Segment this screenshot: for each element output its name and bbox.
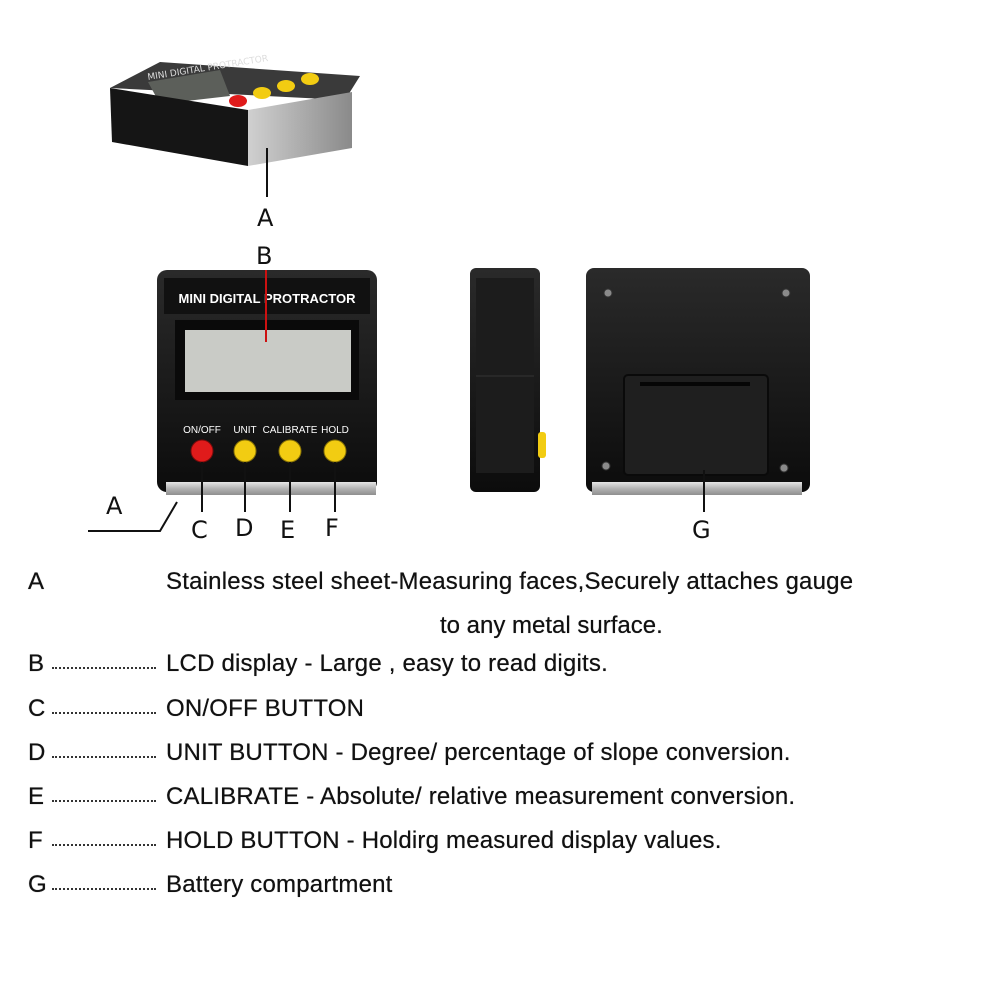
callout-b: B xyxy=(256,242,272,270)
legend-letter: A xyxy=(28,568,45,595)
side-button-edge xyxy=(538,432,546,458)
perspective-steel-face xyxy=(248,92,352,166)
lcd-display xyxy=(185,330,351,392)
perspective-onoff-button xyxy=(229,95,247,107)
legend-row-a: A Stainless steel sheet-Measuring faces,… xyxy=(0,568,1000,639)
unit-button-label: UNIT xyxy=(233,425,256,436)
onoff-button-label: ON/OFF xyxy=(183,425,221,436)
perspective-hold-button xyxy=(301,73,319,85)
protractor-diagram: MINI DIGITAL PROTRACTOR A MINI DIGITAL P… xyxy=(88,54,810,544)
perspective-calibrate-button xyxy=(277,80,295,92)
legend-description: CALIBRATE - Absolute/ relative measureme… xyxy=(166,783,796,810)
dotted-leader xyxy=(52,888,156,890)
back-view: G xyxy=(586,268,810,544)
dotted-leader xyxy=(52,712,156,714)
callout-d: D xyxy=(235,514,253,542)
legend-letter: G xyxy=(28,871,47,898)
front-view: MINI DIGITAL PROTRACTOR ON/OFF UNIT CALI… xyxy=(88,242,377,544)
calibrate-button-label: CALIBRATE xyxy=(263,425,318,436)
onoff-button xyxy=(190,439,214,463)
front-title: MINI DIGITAL PROTRACTOR xyxy=(179,291,357,306)
legend-letter: C xyxy=(28,695,46,722)
perspective-view: MINI DIGITAL PROTRACTOR A xyxy=(110,54,360,232)
screw-icon xyxy=(779,463,789,473)
callout-a-side: A xyxy=(106,492,123,520)
legend-description: Battery compartment xyxy=(166,871,393,898)
callout-f: F xyxy=(325,514,339,542)
dotted-leader xyxy=(52,844,156,846)
callout-line-a-side xyxy=(88,501,178,532)
dotted-leader xyxy=(52,667,156,669)
hold-button-label: HOLD xyxy=(321,425,349,436)
legend-description: UNIT BUTTON - Degree/ percentage of slop… xyxy=(166,739,791,766)
legend-row-e: E CALIBRATE - Absolute/ relative measure… xyxy=(0,783,1000,823)
legend-description: HOLD BUTTON - Holdirg measured display v… xyxy=(166,827,722,854)
dotted-leader xyxy=(52,800,156,802)
legend-description: Stainless steel sheet-Measuring faces,Se… xyxy=(166,568,854,595)
battery-cover xyxy=(623,374,769,476)
screw-icon xyxy=(781,288,791,298)
legend-description-continued: to any metal surface. xyxy=(440,612,663,639)
legend-description: ON/OFF BUTTON xyxy=(166,695,365,722)
perspective-unit-button xyxy=(253,87,271,99)
legend-row-c: C ON/OFF BUTTON xyxy=(0,695,1000,735)
unit-button xyxy=(233,439,257,463)
legend-row-f: F HOLD BUTTON - Holdirg measured display… xyxy=(0,827,1000,867)
side-view xyxy=(470,268,546,492)
legend-row-g: G Battery compartment xyxy=(0,871,1000,911)
legend-letter: B xyxy=(28,650,45,677)
legend-description: LCD display - Large , easy to read digit… xyxy=(166,650,608,677)
callout-g: G xyxy=(692,516,711,544)
calibrate-button xyxy=(278,439,302,463)
hold-button xyxy=(323,439,347,463)
legend-row-b: B LCD display - Large , easy to read dig… xyxy=(0,650,1000,690)
dotted-leader xyxy=(52,756,156,758)
callout-a-top: A xyxy=(257,204,274,232)
perspective-front-face xyxy=(110,88,248,166)
callout-e: E xyxy=(280,516,295,544)
perspective-lcd xyxy=(148,70,230,104)
legend-letter: F xyxy=(28,827,43,854)
front-steel-sheet xyxy=(166,482,376,495)
back-steel-sheet xyxy=(592,482,802,495)
battery-cover-slot xyxy=(640,382,750,386)
legend-letter: D xyxy=(28,739,46,766)
callout-c: C xyxy=(191,516,208,544)
legend-letter: E xyxy=(28,783,45,810)
screw-icon xyxy=(603,288,613,298)
legend-row-d: D UNIT BUTTON - Degree/ percentage of sl… xyxy=(0,739,1000,779)
screw-icon xyxy=(601,461,611,471)
